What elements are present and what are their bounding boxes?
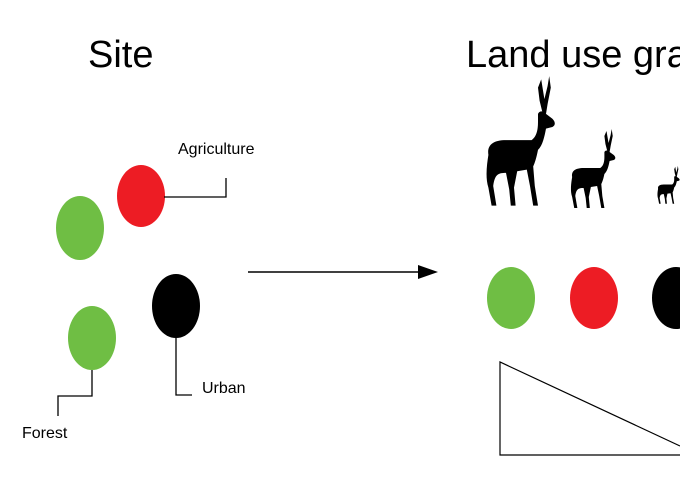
deer-large-icon [486, 76, 555, 206]
agriculture-label: Agriculture [178, 141, 255, 158]
right-arrow-icon [248, 265, 438, 279]
urban-gradient-circle [652, 267, 680, 329]
forest-label: Forest [22, 425, 68, 442]
forest-leader-line [57, 370, 93, 416]
land-use-gradient-title: Land use gra [466, 34, 680, 76]
agriculture-gradient-circle [570, 267, 618, 329]
forest-site-circle-2 [68, 306, 116, 370]
agriculture-leader-line [164, 178, 227, 198]
urban-label: Urban [202, 380, 246, 397]
urban-leader-line [175, 338, 192, 396]
forest-gradient-circle [487, 267, 535, 329]
site-title: Site [88, 34, 153, 76]
agriculture-site-circle [117, 165, 165, 227]
urban-site-circle [152, 274, 200, 338]
deer-medium-icon [570, 129, 616, 208]
deer-small-icon [657, 165, 680, 204]
forest-site-circle-1 [56, 196, 104, 260]
triangle-gradient-icon [499, 361, 680, 456]
